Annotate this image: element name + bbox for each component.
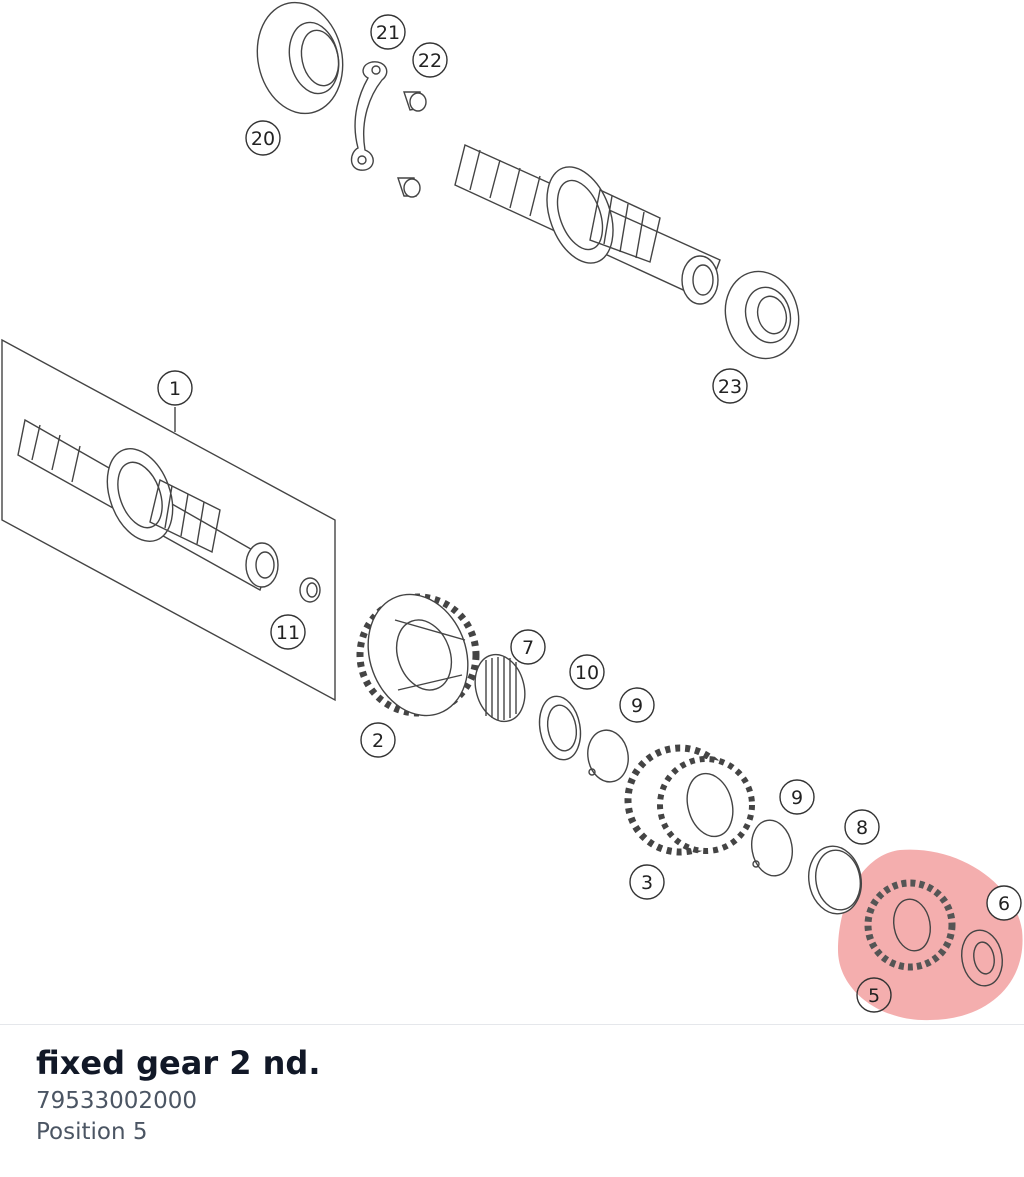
bracket-21-icon[interactable] (350, 61, 388, 171)
bush-11-icon[interactable] (299, 577, 321, 603)
svg-text:1: 1 (169, 378, 181, 400)
callout-2[interactable]: 2 (360, 722, 396, 758)
screw-22-icon[interactable] (397, 91, 427, 198)
circlip-9-lower-icon[interactable] (747, 817, 796, 879)
svg-text:5: 5 (868, 985, 880, 1007)
callout-23[interactable]: 23 (712, 368, 748, 404)
svg-text:22: 22 (418, 50, 442, 72)
bearing-23-icon[interactable] (716, 263, 808, 367)
shaft-assembly-box (1, 338, 336, 702)
callout-22[interactable]: 22 (412, 42, 448, 78)
upper-shaft-icon[interactable] (454, 144, 721, 305)
callout-21[interactable]: 21 (370, 14, 406, 50)
needle-bearing-7-icon[interactable] (468, 649, 532, 727)
washer-10-icon[interactable] (535, 693, 586, 763)
circlip-9-upper-icon[interactable] (584, 727, 632, 785)
bearing-20-icon[interactable] (247, 0, 352, 122)
svg-text:3: 3 (641, 872, 653, 894)
svg-text:6: 6 (998, 893, 1010, 915)
callout-10[interactable]: 10 (569, 654, 605, 690)
gear-3-icon[interactable] (624, 744, 755, 856)
svg-text:8: 8 (856, 817, 868, 839)
callout-8[interactable]: 8 (844, 809, 880, 845)
bush-8-icon[interactable] (803, 842, 866, 918)
svg-text:2: 2 (372, 730, 384, 752)
part-position: Position 5 (36, 1119, 148, 1145)
callout-9-lower[interactable]: 9 (779, 779, 815, 815)
callout-3[interactable]: 3 (629, 864, 665, 900)
svg-text:21: 21 (376, 22, 400, 44)
svg-text:20: 20 (251, 128, 275, 150)
part-name: fixed gear 2 nd. (36, 1044, 321, 1082)
svg-text:7: 7 (522, 637, 534, 659)
svg-text:9: 9 (791, 787, 803, 809)
gear-5-icon[interactable] (864, 879, 956, 971)
callout-9-upper[interactable]: 9 (619, 687, 655, 723)
callout-11[interactable]: 11 (270, 614, 306, 650)
gear-2-icon[interactable] (352, 580, 485, 729)
part-number: 79533002000 (36, 1088, 197, 1114)
svg-text:11: 11 (276, 622, 300, 644)
svg-text:23: 23 (718, 376, 742, 398)
callout-1[interactable]: 1 (157, 370, 193, 406)
lower-shaft-1-icon[interactable] (17, 418, 279, 592)
callout-20[interactable]: 20 (245, 120, 281, 156)
callout-7[interactable]: 7 (510, 629, 546, 665)
callout-5[interactable]: 5 (856, 977, 892, 1013)
svg-text:10: 10 (575, 662, 599, 684)
svg-text:9: 9 (631, 695, 643, 717)
selected-part-info: fixed gear 2 nd. 79533002000 Position 5 (36, 1040, 320, 1148)
callout-6[interactable]: 6 (986, 885, 1022, 921)
divider (0, 1024, 1024, 1025)
washer-6-icon[interactable] (957, 927, 1006, 989)
exploded-parts-diagram: 21 22 20 23 1 11 7 10 9 2 9 8 3 6 5 (1, 0, 1023, 1021)
